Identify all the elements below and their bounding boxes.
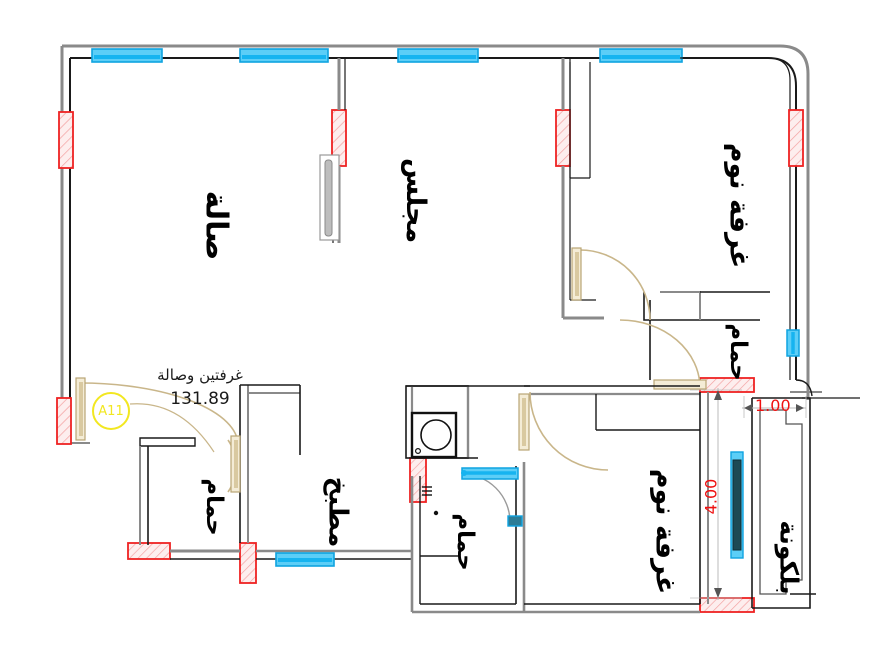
window-kitchen-bottom[interactable] (275, 552, 335, 567)
dimension-line-vertical-4 (690, 388, 742, 600)
room-label-bathroom-top-right: حمام (724, 323, 751, 381)
column-left-lower (56, 397, 72, 445)
partition-recess-upper (569, 62, 591, 179)
tag-leader-line (129, 403, 215, 453)
window-top-3[interactable] (397, 48, 479, 63)
door-swing-bedroom-top-right[interactable] (571, 247, 651, 321)
balcony-glass-door[interactable] (730, 451, 744, 559)
entry-door-swing[interactable] (75, 377, 239, 446)
room-label-bedroom-bottom: غرفة نوم (649, 468, 681, 595)
unit-description: غرفتين وصالة (157, 366, 243, 384)
column-kitchen-left (127, 542, 171, 560)
dimension-line-horizontal-1 (742, 396, 807, 418)
room-label-majlis: مجلس (400, 157, 432, 244)
room-label-bedroom-top-right: غرفة نوم (723, 142, 755, 269)
washing-machine-icon (410, 411, 458, 459)
door-swing-bathroom-center[interactable] (461, 467, 523, 527)
outer-wall-envelope (60, 44, 810, 410)
window-bathroom-right[interactable] (786, 329, 800, 357)
column-left-upper (58, 111, 74, 169)
dimension-label-horizontal: 1.00 (755, 396, 791, 415)
unit-tag-badge[interactable]: A11 (92, 392, 130, 430)
room-label-hall: صالة (198, 190, 234, 261)
dimension-label-vertical: 4.00 (701, 478, 721, 515)
window-top-2[interactable] (239, 48, 329, 63)
partition-majlis-bedroom (561, 58, 604, 320)
window-top-4[interactable] (599, 48, 683, 63)
bathroom-center-walls (410, 462, 526, 614)
corner-detail (680, 57, 791, 380)
inner-wall-outline (69, 57, 797, 400)
room-label-balcony: بلكونة (774, 520, 804, 595)
door-swing-bathroom-left[interactable] (227, 435, 241, 493)
column-majlis-right (555, 109, 571, 167)
balcony-walls (751, 379, 860, 609)
sliding-door-majlis[interactable] (319, 154, 340, 241)
door-swing-bedroom-bottom[interactable] (518, 391, 609, 471)
column-kitchen-right (239, 542, 257, 584)
room-label-kitchen: مطبخ (322, 476, 353, 548)
room-label-bathroom-center: حمام (451, 513, 478, 571)
door-swing-bathroom-top-right[interactable] (619, 319, 707, 390)
bedroom-bottom-walls (524, 385, 709, 614)
unit-area-value: 131.89 (170, 389, 230, 409)
room-label-bathroom-left: حمام (200, 478, 227, 536)
partition-bedroom-bathroom (643, 291, 770, 380)
column-right-upper (788, 109, 804, 167)
window-top-1[interactable] (91, 48, 163, 63)
